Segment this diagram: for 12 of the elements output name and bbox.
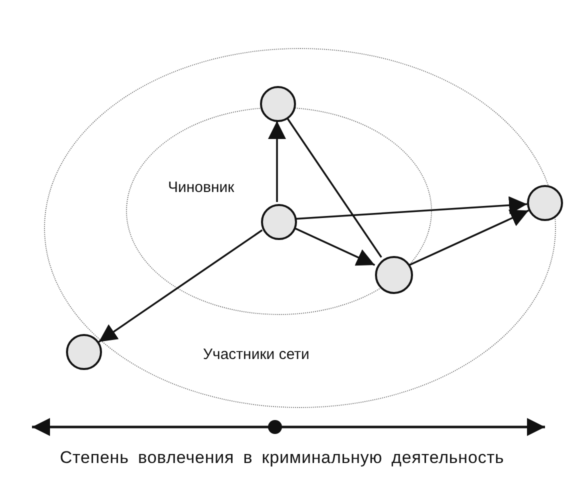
connector-line xyxy=(286,117,382,258)
arrow xyxy=(98,229,263,343)
network-member-circle xyxy=(375,256,413,294)
axis-caption: Степень вовлечения в криминальную деятельность xyxy=(58,448,506,468)
arrow xyxy=(268,121,286,202)
network-member-circle xyxy=(260,86,296,122)
group-label: Чиновник xyxy=(168,179,234,196)
arrow xyxy=(408,210,529,266)
arrow xyxy=(294,196,528,220)
network-member-circle xyxy=(527,185,563,221)
group-label: Участники сети xyxy=(203,346,310,363)
network-member-circle xyxy=(261,204,297,240)
